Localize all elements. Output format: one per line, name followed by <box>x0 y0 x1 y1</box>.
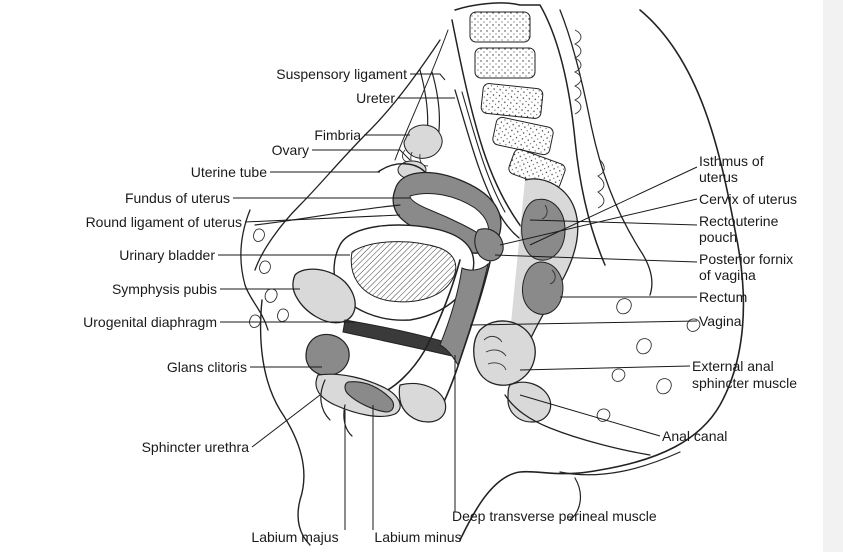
anatomy-illustration <box>240 2 745 546</box>
label-glans-clitoris: Glans clitoris <box>167 359 247 375</box>
label-ovary: Ovary <box>272 142 309 158</box>
label-deep-transverse-perineal-muscle: Deep transverse perineal muscle <box>452 508 657 524</box>
label-external-anal-sphincter-line2: sphincter muscle <box>692 375 797 391</box>
label-posterior-fornix-line1: Posterior fornix <box>699 251 793 267</box>
label-posterior-fornix-line2: of vagina <box>699 267 756 283</box>
uterus <box>392 171 504 262</box>
label-fundus-of-uterus: Fundus of uterus <box>125 190 230 206</box>
label-sphincter-urethra: Sphincter urethra <box>142 439 250 455</box>
label-round-ligament-of-uterus: Round ligament of uterus <box>86 214 242 230</box>
label-anal-canal: Anal canal <box>662 428 727 444</box>
label-ureter: Ureter <box>356 90 395 106</box>
vertebral-column <box>451 2 653 296</box>
label-urinary-bladder: Urinary bladder <box>119 247 215 263</box>
labels: Suspensory ligament Ureter Fimbria Ovary… <box>83 66 797 545</box>
label-isthmus-of-uterus-line1: Isthmus of <box>699 153 764 169</box>
label-labium-majus: Labium majus <box>251 529 338 545</box>
label-symphysis-pubis: Symphysis pubis <box>112 281 217 297</box>
label-suspensory-ligament: Suspensory ligament <box>276 66 407 82</box>
label-fimbria: Fimbria <box>314 127 361 143</box>
label-vagina: Vagina <box>699 313 742 329</box>
label-uterine-tube: Uterine tube <box>191 164 267 180</box>
label-external-anal-sphincter-line1: External anal <box>692 358 774 374</box>
label-cervix-of-uterus: Cervix of uterus <box>699 191 797 207</box>
label-urogenital-diaphragm: Urogenital diaphragm <box>83 314 217 330</box>
label-isthmus-of-uterus-line2: uterus <box>699 169 738 185</box>
label-rectum: Rectum <box>699 289 747 305</box>
leader-lines <box>218 73 698 530</box>
page-edge-strip <box>823 0 843 552</box>
label-rectouterine-pouch-line2: pouch <box>699 229 737 245</box>
urinary-bladder <box>333 224 475 321</box>
label-labium-minus: Labium minus <box>374 529 461 545</box>
label-rectouterine-pouch-line1: Rectouterine <box>699 213 779 229</box>
